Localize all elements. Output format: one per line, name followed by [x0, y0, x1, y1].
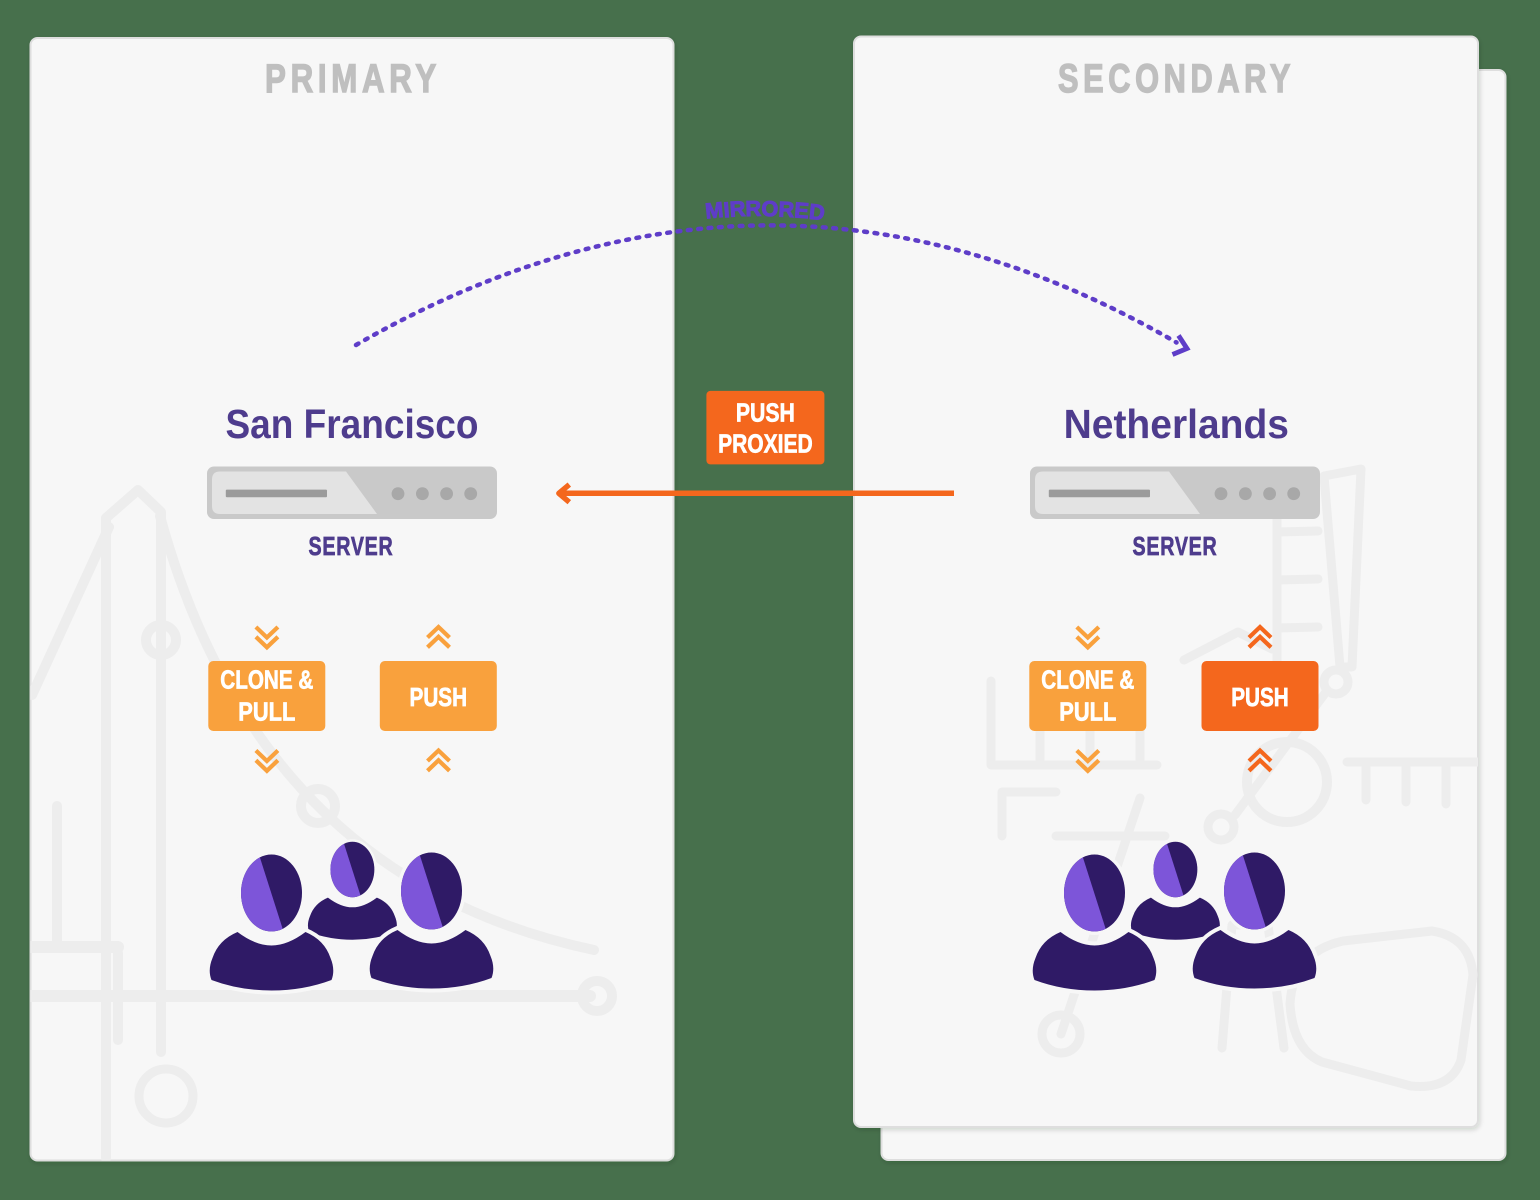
svg-text:SECONDARY: SECONDARY	[1058, 57, 1295, 101]
svg-text:CLONE &: CLONE &	[1041, 664, 1134, 694]
svg-text:PRIMARY: PRIMARY	[265, 57, 441, 101]
svg-text:SERVER: SERVER	[309, 531, 394, 561]
svg-text:San Francisco: San Francisco	[226, 401, 479, 447]
svg-text:PUSH: PUSH	[736, 397, 795, 427]
svg-text:PULL: PULL	[238, 696, 295, 726]
svg-text:PROXIED: PROXIED	[718, 429, 813, 459]
svg-text:MIRRORED: MIRRORED	[704, 196, 826, 226]
svg-text:PULL: PULL	[1059, 696, 1116, 726]
svg-text:Netherlands: Netherlands	[1064, 401, 1289, 447]
svg-text:PUSH: PUSH	[410, 682, 468, 712]
svg-text:CLONE &: CLONE &	[220, 664, 313, 694]
svg-text:PUSH: PUSH	[1231, 682, 1289, 712]
svg-text:SERVER: SERVER	[1133, 531, 1218, 561]
